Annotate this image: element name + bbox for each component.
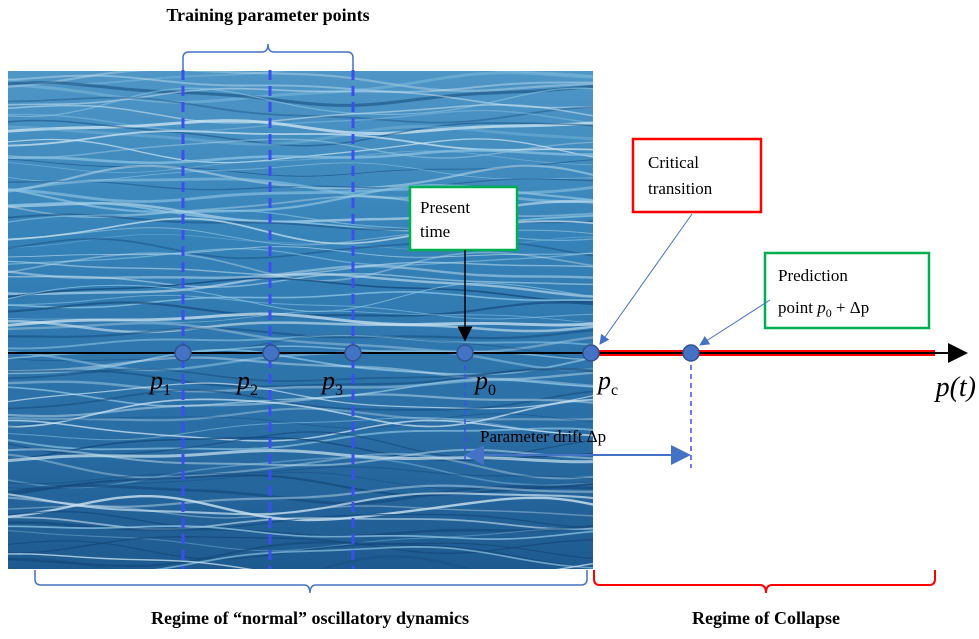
- wave-streak: [8, 356, 593, 381]
- collapse-regime-label: Regime of Collapse: [692, 608, 840, 628]
- wave-streak: [8, 452, 593, 480]
- prediction-point-box: [763, 251, 931, 330]
- wave-streak: [8, 333, 593, 362]
- point-p2: [262, 344, 280, 362]
- wave-streak: [8, 525, 593, 540]
- wave-streak: [8, 427, 593, 451]
- label-p1: p1: [148, 366, 171, 399]
- point-prediction: [682, 344, 700, 362]
- point-p1: [174, 344, 192, 362]
- wave-streak: [8, 540, 593, 560]
- wave-streak: [8, 321, 593, 354]
- wave-streak: [8, 413, 593, 429]
- wave-streak: [8, 484, 593, 505]
- present-time-box: [408, 185, 519, 252]
- axis-label: p(t): [934, 372, 976, 403]
- wave-streak: [8, 277, 593, 303]
- wave-streak: [154, 546, 593, 569]
- present-time-line2: time: [420, 222, 450, 241]
- wave-streak: [8, 416, 593, 441]
- training-brace: [182, 43, 354, 70]
- wave-streak: [8, 119, 593, 147]
- present-time-line1: Present: [420, 198, 470, 217]
- prediction-arrow: [699, 299, 771, 346]
- wave-streak: [8, 466, 593, 485]
- wave-streak: [8, 484, 593, 508]
- wave-streak: [8, 96, 593, 124]
- point-p0: [456, 344, 474, 362]
- wave-streak: [8, 528, 593, 552]
- wave-streak: [8, 272, 593, 288]
- wave-streak: [8, 516, 593, 531]
- normal-regime-brace: [34, 570, 588, 594]
- wave-streak: [8, 319, 593, 334]
- label-p0: p0: [473, 366, 496, 399]
- wave-streak: [8, 109, 593, 132]
- critical-transition-arrow: [599, 213, 693, 345]
- wave-streak: [8, 158, 593, 177]
- wave-streak: [8, 348, 593, 376]
- wave-streak: [8, 71, 593, 104]
- wave-streak: [8, 536, 593, 554]
- wave-streak: [8, 149, 593, 165]
- drift-label: Parameter drift Δp: [480, 427, 606, 446]
- point-p3: [344, 344, 362, 362]
- wave-streak: [8, 294, 593, 320]
- label-pc: pc: [596, 366, 618, 399]
- wave-streak: [8, 87, 593, 118]
- label-p3: p3: [320, 366, 343, 399]
- collapse-regime-brace: [593, 570, 936, 594]
- wave-streak: [8, 150, 593, 174]
- wave-streak: [8, 246, 593, 258]
- wave-streak: [8, 272, 593, 298]
- ocean-wave-image: [8, 71, 593, 569]
- wave-streak: [8, 71, 593, 93]
- wave-streak: [8, 407, 593, 422]
- prediction-line1: Prediction: [778, 266, 848, 285]
- critical-transition-line1: Critical: [648, 153, 699, 172]
- critical-transition-box: [631, 137, 763, 214]
- critical-transition-line2: transition: [648, 179, 713, 198]
- wave-streak: [8, 495, 593, 522]
- point-pc: [582, 344, 600, 362]
- wave-streak: [8, 130, 593, 151]
- wave-streak: [8, 248, 593, 266]
- wave-streak: [8, 505, 593, 519]
- wave-streak: [8, 419, 593, 442]
- wave-streak: [8, 81, 593, 107]
- wave-streak: [8, 74, 593, 93]
- wave-streak: [8, 103, 593, 124]
- label-p2: p2: [235, 366, 258, 399]
- wave-streak: [8, 541, 593, 569]
- wave-streak: [8, 492, 593, 516]
- wave-streak: [8, 389, 593, 411]
- wave-streak: [8, 312, 593, 327]
- normal-regime-label: Regime of “normal” oscillatory dynamics: [151, 608, 469, 628]
- wave-streak: [8, 554, 475, 569]
- wave-streak: [8, 367, 593, 388]
- wave-streak: [8, 382, 593, 410]
- wave-streak: [8, 119, 593, 135]
- prediction-line2: point p0 + Δp: [778, 298, 869, 320]
- wave-streak: [8, 398, 593, 428]
- wave-streak: [8, 474, 593, 497]
- wave-streak: [8, 125, 593, 146]
- wave-streak: [8, 334, 593, 350]
- wave-streak: [8, 71, 593, 86]
- wave-streak: [8, 393, 593, 418]
- wave-streak: [8, 553, 593, 569]
- wave-streak: [8, 291, 593, 309]
- diagram-title: Training parameter points: [166, 5, 369, 25]
